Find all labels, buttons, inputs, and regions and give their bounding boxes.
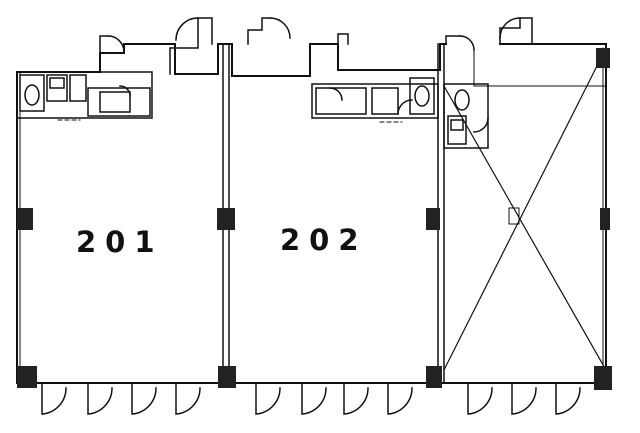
- door-swing: [301, 382, 327, 415]
- wet-area-203: [443, 83, 489, 149]
- column: [596, 48, 610, 68]
- column: [426, 366, 442, 388]
- unit-label-201: 201: [76, 225, 164, 259]
- door-swing: [41, 382, 67, 415]
- column: [217, 208, 235, 230]
- partition-walls: [222, 43, 445, 384]
- structural-columns: [17, 48, 612, 390]
- wet-area-201: [16, 71, 153, 121]
- column: [218, 366, 236, 388]
- column: [600, 208, 610, 230]
- door-swing: [87, 382, 113, 415]
- door-swing: [387, 382, 413, 415]
- bottom-doors: [41, 382, 581, 415]
- door-swing: [175, 382, 201, 415]
- door-swing: [511, 382, 537, 415]
- door-swing: [131, 382, 157, 415]
- door-swing: [343, 382, 369, 415]
- door-swing: [255, 382, 281, 415]
- column: [17, 208, 33, 230]
- wet-area-202: [311, 77, 439, 123]
- column: [426, 208, 440, 230]
- open-span-cross: [443, 47, 607, 371]
- door-swing: [555, 382, 581, 415]
- column: [17, 366, 37, 388]
- column: [594, 366, 612, 390]
- entry-vestibules: [99, 17, 607, 87]
- door-swing: [467, 382, 493, 415]
- unit-label-202: 202: [280, 223, 368, 257]
